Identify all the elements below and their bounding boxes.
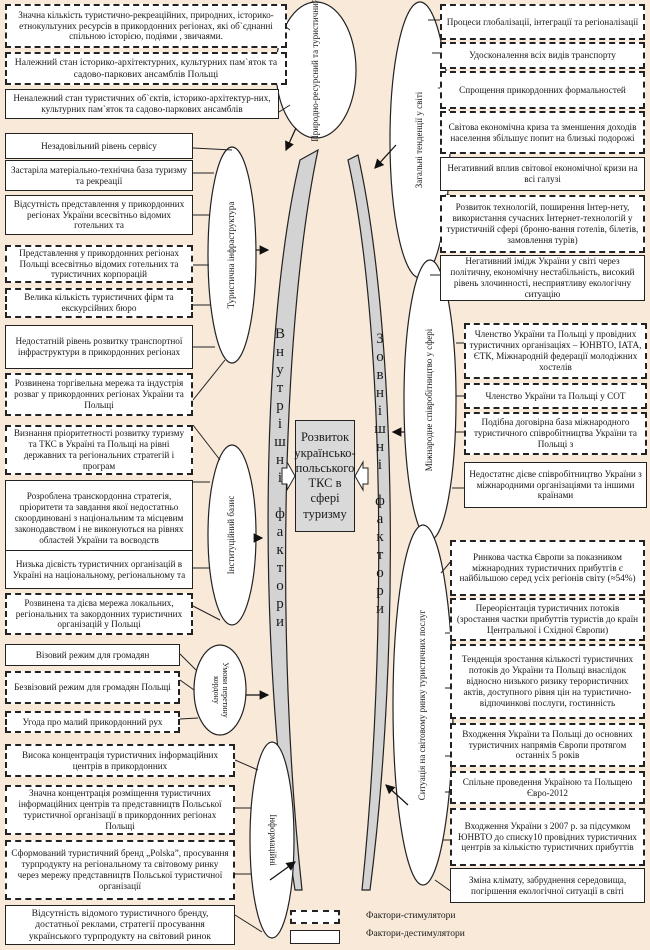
factor-box: Належний стан історико-архітектурних, ку… xyxy=(5,52,287,85)
group-label-institutional: Інституційний базис xyxy=(226,495,237,575)
factor-box: Розвиток технологій, поширення Інтер-нет… xyxy=(440,195,645,253)
factor-box: Сформований туристичний бренд „Polska”, … xyxy=(5,840,235,900)
band-letter: а xyxy=(276,524,284,540)
factor-box: Спрощення прикордонних формальностей xyxy=(440,71,645,109)
band-letter: і xyxy=(377,457,383,473)
factor-box: Розвинена торгівельна мережа та індустрі… xyxy=(5,373,193,416)
factor-box: Процеси глобалізації, інтеграції та регі… xyxy=(440,4,645,40)
group-label-global: Загальні тенденції у світі xyxy=(414,91,425,189)
factor-box: Безвізовий режим для громадян Польщі xyxy=(5,671,180,704)
band-letter xyxy=(378,474,382,492)
band-letter: т xyxy=(276,560,284,576)
band-letter: р xyxy=(276,596,284,612)
band-letter: н xyxy=(375,385,385,401)
internal-factors-band xyxy=(267,148,319,891)
legend-label-stimulators: Фактори-стимулятори xyxy=(366,911,456,921)
band-letter: к xyxy=(276,542,284,558)
factor-box: Світова економічна криза та зменшення до… xyxy=(440,111,645,154)
band-letter: о xyxy=(376,565,384,581)
band-letter: у xyxy=(276,362,284,378)
factor-box: Значна концентрація розміщення туристичн… xyxy=(5,785,235,835)
internal-to-center-arrow xyxy=(281,460,296,492)
factor-box: Спільне проведення Україною та Польщею Є… xyxy=(450,771,645,804)
band-letter: н xyxy=(275,452,285,468)
arrow xyxy=(269,861,296,881)
group-oval-infra xyxy=(207,146,257,364)
factor-box: Членство України та Польщі у провідних т… xyxy=(464,323,647,379)
band-letter: о xyxy=(276,578,284,594)
band-letter: о xyxy=(376,349,384,365)
band-letter: а xyxy=(376,511,384,527)
factor-box: Удосконалення всіх видів транспорту xyxy=(440,42,645,69)
band-letter: ш xyxy=(274,434,286,450)
band-letter: т xyxy=(276,380,284,396)
factor-box: Висока концентрація туристичних інформац… xyxy=(5,744,235,777)
factor-box: Розроблена транскордонна стратегія, пріо… xyxy=(5,480,193,557)
band-letter: і xyxy=(277,416,283,432)
band-letter: т xyxy=(376,547,384,563)
band-letter: ф xyxy=(275,506,285,522)
factor-box: Низька дієвість туристичних організацій … xyxy=(5,550,193,589)
factor-box: Неналежний стан туристичних об`єктів, іс… xyxy=(5,89,279,119)
band-letter: в xyxy=(376,367,384,383)
band-letter: к xyxy=(376,529,384,545)
band-letter: р xyxy=(376,583,384,599)
band-letter: і xyxy=(277,470,283,486)
center-goal-box: Розвиток українсько-польського ТКС в сфе… xyxy=(294,420,356,532)
factor-box: Тенденція зростання кількості туристични… xyxy=(450,644,645,719)
factor-box: Недостатній рівень розвитку транспортної… xyxy=(5,325,193,369)
band-letter: В xyxy=(274,326,285,342)
legend-label-destimulators: Фактори-дестимулятори xyxy=(366,929,465,939)
group-label-info: Інформаційні xyxy=(267,814,278,866)
factor-box: Ринкова частка Європи за показником міжн… xyxy=(450,540,645,596)
factor-box: Негативний вплив світової економічної кр… xyxy=(440,157,645,191)
arrow xyxy=(385,784,409,806)
band-letter: н xyxy=(275,344,285,360)
legend-swatch-stimulators xyxy=(290,910,340,924)
factor-box: Візовий режим для громадян xyxy=(5,644,180,666)
band-letter: и xyxy=(375,601,385,617)
factor-box: Переорієнтація туристичних потоків (зрос… xyxy=(450,598,645,641)
group-label-border: Умови перетину кордону xyxy=(212,662,230,718)
factor-box: Входження України з 2007 р. за підсумком… xyxy=(450,808,645,866)
factor-box: Недостатнє дієве співробітництво України… xyxy=(464,462,647,508)
factor-box: Незадовільний рівень сервісу xyxy=(5,133,193,159)
factor-box: Членство України та Польщі у СОТ xyxy=(464,383,647,409)
legend-swatch-destimulators xyxy=(290,930,340,944)
factor-box: Розвинена та дієва мережа локальних, рег… xyxy=(5,593,193,635)
band-letter: и xyxy=(275,614,285,630)
group-label-intl: Міжнародне співробітництво у сфері xyxy=(424,328,435,472)
factor-box: Відсутність представлення у прикордонних… xyxy=(5,195,193,235)
external-factors-band xyxy=(347,154,391,891)
factor-box: Негативний імідж України у світі через п… xyxy=(440,255,645,301)
factor-box: Зміна клімату, забруднення середовища, п… xyxy=(450,868,645,903)
external-to-center-arrow xyxy=(354,460,369,492)
factor-box: Представлення у прикордонних регіонах По… xyxy=(5,245,193,283)
arrow xyxy=(285,127,297,152)
band-letter: З xyxy=(376,331,384,347)
group-label-market: Ситуація на світовому ринку туристичних … xyxy=(417,609,428,801)
factor-box: Застаріла матеріально-технічна база тури… xyxy=(5,160,193,191)
arrow xyxy=(374,144,397,169)
factor-box: Велика кількість туристичних фірм та екс… xyxy=(5,288,193,318)
band-letter: р xyxy=(276,398,284,414)
factor-box: Визнання пріоритетності розвитку туризму… xyxy=(5,425,193,475)
band-letter: н xyxy=(375,439,385,455)
factor-box: Відсутність відомого туристичного бренду… xyxy=(5,905,235,945)
factor-box: Входження України та Польщі до основних … xyxy=(450,723,645,767)
band-letter: ф xyxy=(375,493,385,509)
factor-box: Подібна договірна база міжнародного тури… xyxy=(464,412,647,455)
factor-box: Угода про малий прикордонний рух xyxy=(5,711,180,733)
band-letter: ш xyxy=(374,421,386,437)
factor-box: Значна кількість туристично-рекреаційних… xyxy=(5,4,287,48)
group-oval-info xyxy=(249,741,295,939)
group-label-natural: Природно-ресурсний та туристичний xyxy=(310,0,321,142)
band-letter: і xyxy=(377,403,383,419)
group-label-infra: Туристична інфраструктура xyxy=(226,201,237,309)
band-letter xyxy=(278,487,282,505)
